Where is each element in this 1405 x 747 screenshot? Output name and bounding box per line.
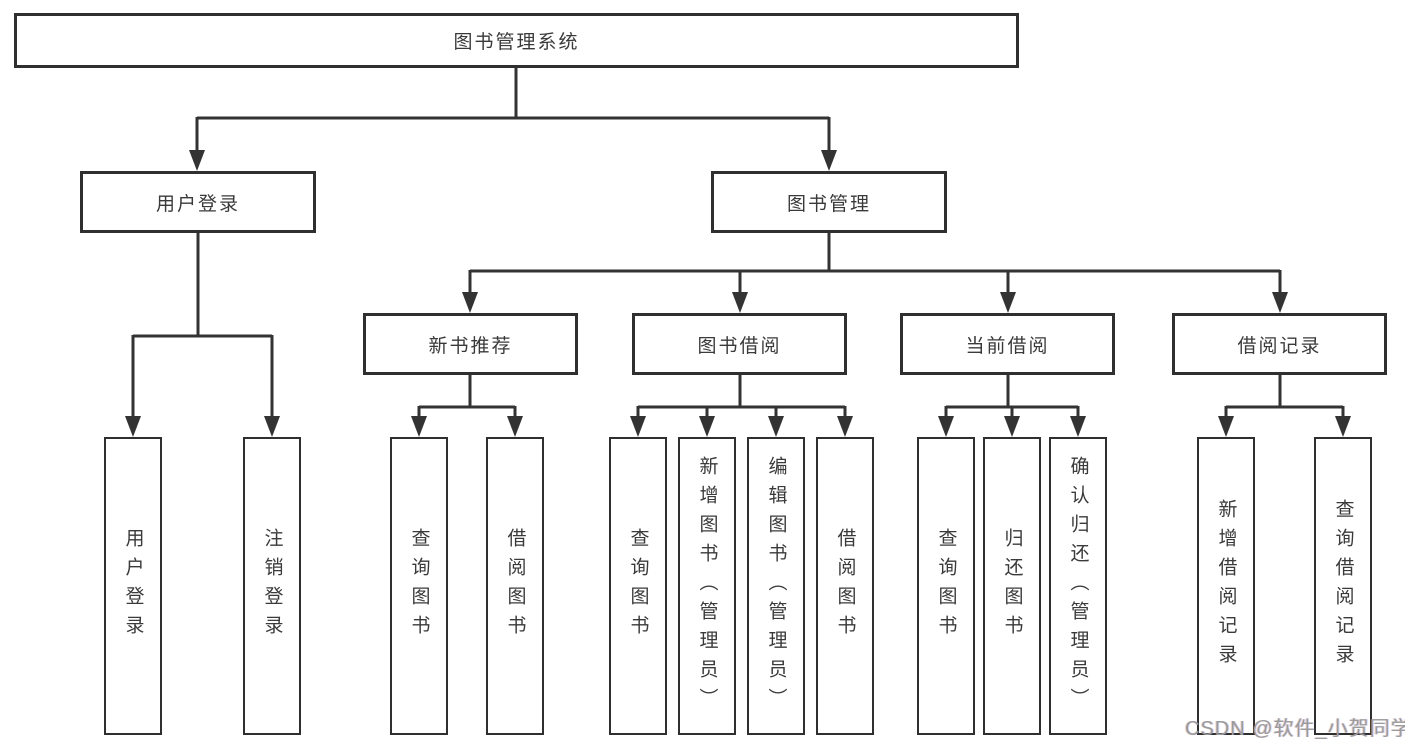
leaf-bb-edit-books-admin: 编辑图书（管理员） [747,437,805,735]
leaf-label: 借阅图书 [834,528,856,644]
csdn-watermark: CSDN @软件_小贺同学 [1185,718,1405,740]
connector-user-login-children [125,233,280,437]
connector-current-borrow-children [938,375,1086,437]
node-root-label: 图书管理系统 [453,32,580,53]
leaf-cb-confirm-return-admin: 确认归还（管理员） [1049,437,1107,735]
leaf-label: 用户登录 [122,528,144,644]
connector-borrow-records-children [1218,375,1351,437]
leaf-cb-query-books: 查询图书 [917,437,975,735]
leaf-label: 确认归还（管理员） [1067,455,1089,717]
leaf-label: 新增图书（管理员） [696,455,718,717]
leaf-label: 查询图书 [408,528,430,644]
leaf-label: 查询图书 [627,528,649,644]
connector-root-to-level2 [189,68,837,171]
leaf-bb-add-books-admin: 新增图书（管理员） [678,437,736,735]
node-current-borrow: 当前借阅 [900,313,1115,375]
leaf-label: 归还图书 [1001,528,1023,644]
connector-book-mgmt-children [462,233,1288,313]
node-user-login: 用户登录 [80,171,316,233]
connector-book-borrow-children [630,375,853,437]
leaf-rec-borrow-books: 借阅图书 [486,437,544,735]
node-root: 图书管理系统 [14,13,1019,68]
leaf-label: 编辑图书（管理员） [765,455,787,717]
leaf-br-add-record: 新增借阅记录 [1197,437,1255,735]
node-label: 借阅记录 [1237,335,1322,357]
connector-new-book-rec-children [411,375,523,437]
node-label: 用户登录 [155,193,240,215]
leaf-label: 新增借阅记录 [1215,499,1237,673]
leaf-bb-borrow-books: 借阅图书 [816,437,874,735]
node-book-borrow: 图书借阅 [632,313,847,375]
node-new-book-rec: 新书推荐 [363,313,578,375]
leaf-br-query-record: 查询借阅记录 [1314,437,1372,735]
node-borrow-records: 借阅记录 [1172,313,1387,375]
leaf-cb-return-books: 归还图书 [983,437,1041,735]
leaf-label: 查询借阅记录 [1332,499,1354,673]
leaf-label: 注销登录 [261,528,283,644]
leaf-rec-query-books: 查询图书 [390,437,448,735]
node-label: 图书借阅 [697,335,782,357]
node-book-mgmt: 图书管理 [711,171,947,233]
leaf-label: 查询图书 [935,528,957,644]
node-label: 新书推荐 [428,335,513,357]
node-label: 图书管理 [786,193,871,215]
leaf-label: 借阅图书 [504,528,526,644]
leaf-user-login: 用户登录 [104,437,162,735]
node-label: 当前借阅 [965,335,1050,357]
leaf-logout: 注销登录 [243,437,301,735]
leaf-bb-query-books: 查询图书 [609,437,667,735]
